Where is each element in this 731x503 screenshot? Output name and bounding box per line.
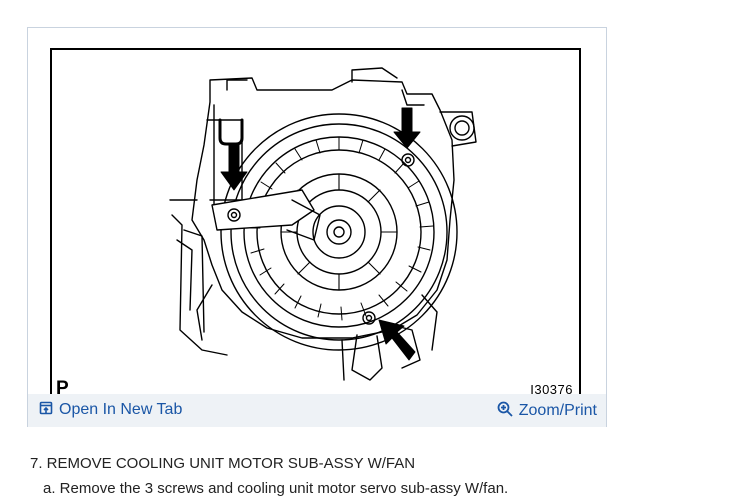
zoom-print-label: Zoom/Print <box>518 402 597 419</box>
open-in-new-tab-icon <box>39 401 53 419</box>
step-title: 7. REMOVE COOLING UNIT MOTOR SUB-ASSY W/… <box>30 455 416 472</box>
zoom-icon <box>497 401 513 421</box>
step-substep: a. Remove the 3 screws and cooling unit … <box>43 480 509 497</box>
open-in-new-tab-label: Open In New Tab <box>59 401 183 418</box>
figure-code: I30376 <box>530 382 573 397</box>
diagram-frame: P I30376 <box>50 48 581 401</box>
figure-card: P I30376 Open In New Tab Zoom/Pr <box>27 27 607 427</box>
zoom-print-link[interactable]: Zoom/Print <box>497 401 597 421</box>
open-in-new-tab-link[interactable]: Open In New Tab <box>39 401 182 419</box>
figure-toolbar: Open In New Tab Zoom/Print <box>28 394 606 427</box>
figure-corner-label: P <box>56 378 69 399</box>
blower-motor-diagram <box>169 67 477 381</box>
